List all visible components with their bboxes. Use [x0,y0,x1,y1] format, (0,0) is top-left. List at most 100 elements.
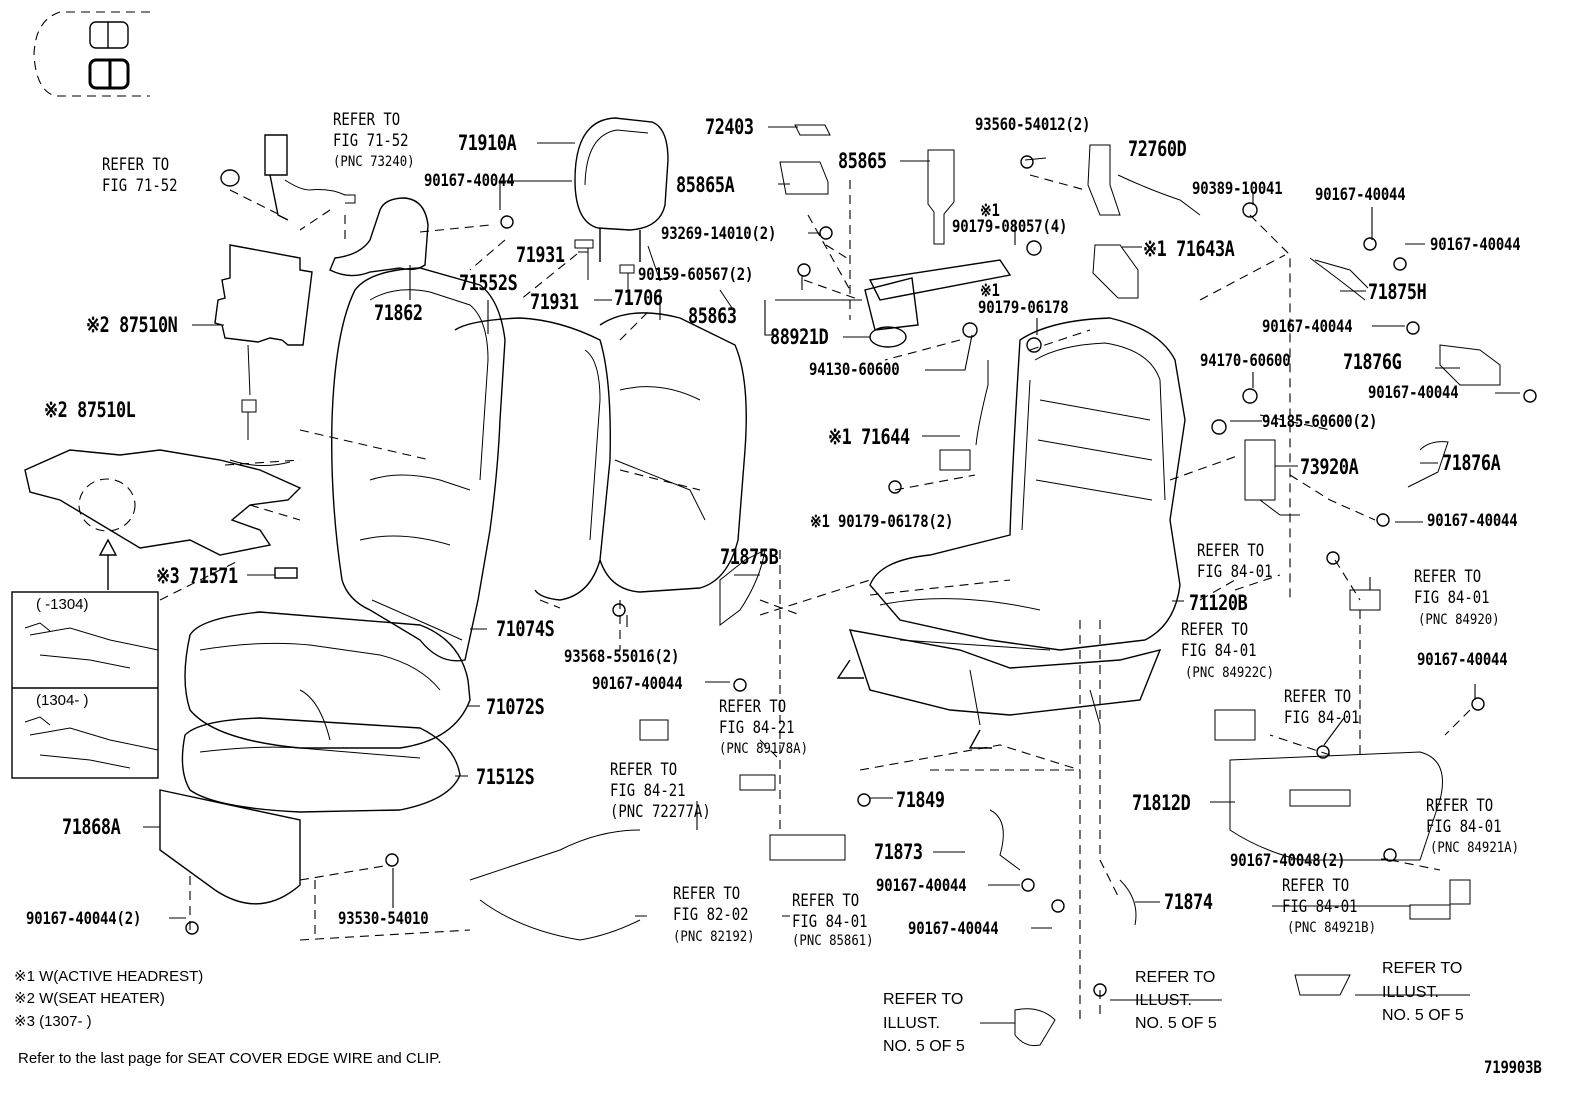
ref-line: REFER TO [1414,567,1482,587]
part-85863: 85863 [688,304,737,328]
part-71706: 71706 [614,286,663,310]
part-90167-40044-c: 90167-40044 [1430,235,1521,255]
ref-line: FIG 71-52 [333,131,409,151]
part-71643A: ※1 71643A [1143,237,1235,261]
note-mark-1-b: ※1 [980,281,1000,301]
ref-line: REFER TO [1181,620,1249,640]
dashed-leaders [159,174,1471,1020]
part-93568-55016: 93568-55016(2) [564,647,680,667]
illust-line: NO. 5 OF 5 [883,1038,965,1055]
ref-pnc: (PNC 84921B) [1287,920,1377,936]
inset-caption-top: ( -1304) [36,596,89,613]
inset-variant-boxes [11,591,159,779]
ref-line: REFER TO [1197,541,1265,561]
part-90167-40044-h: 90167-40044 [876,876,967,896]
part-93269-14010: 93269-14010(2) [661,224,777,244]
part-71072S: 71072S [486,695,545,719]
part-90179-06178: 90179-06178 [978,298,1069,318]
small-hardware [185,124,1537,1046]
part-90167-40044-d: 90167-40044 [1262,317,1353,337]
part-93530-54010: 93530-54010 [338,909,429,929]
ref-line: REFER TO [1282,876,1350,896]
part-85865A: 85865A [676,173,735,197]
illust-line: ILLUST. [883,1015,940,1032]
ref-pnc: (PNC 85861) [792,933,874,949]
seat-heater-cushion [24,449,302,590]
seat-heater-back [214,244,313,346]
footer-note: Refer to the last page for SEAT COVER ED… [18,1050,442,1067]
part-90167-40044-headrest-bolt: 90167-40044 [424,171,515,191]
ref-line: REFER TO [333,110,401,130]
ref-line: REFER TO [102,155,170,175]
illust-line: ILLUST. [1382,984,1439,1001]
ref-line: REFER TO [1426,796,1494,816]
part-94185-60600: 94185-60600(2) [1262,412,1378,432]
ref-pnc: (PNC 84921A) [1430,840,1520,856]
ref-line: REFER TO [1284,687,1352,707]
part-90389-10041: 90389-10041 [1192,179,1283,199]
part-90167-40044-2-shield: 90167-40044(2) [26,909,142,929]
ref-line: FIG 82-02 [673,905,749,925]
illust-line: NO. 5 OF 5 [1135,1015,1217,1032]
part-90167-40044-e: 90167-40044 [1368,383,1459,403]
ref-pnc: (PNC 72277A) [610,802,711,822]
seat-cushion-drawing [159,611,471,905]
part-71644: ※1 71644 [828,425,910,449]
note-mark-1-a: ※1 [980,201,1000,221]
part-71876A: 71876A [1442,451,1501,475]
part-71512S: 71512S [476,765,535,789]
illust-line: REFER TO [1135,969,1216,986]
ref-pnc: (PNC 84922C) [1185,665,1275,681]
ref-line: FIG 84-21 [719,718,795,738]
part-73920A: 73920A [1300,455,1359,479]
diagram-id: 719903B [1484,1058,1542,1078]
part-71571: ※3 71571 [156,564,238,588]
part-71552S: 71552S [459,271,518,295]
ref-line: FIG 84-01 [1284,708,1360,728]
ref-pnc: (PNC 82192) [673,929,755,945]
part-88921D: 88921D [770,325,829,349]
ref-pnc: (PNC 89178A) [719,741,809,757]
ref-line: FIG 84-01 [1426,817,1502,837]
note-date-1307: ※3 (1307- ) [14,1013,92,1030]
ref-line: REFER TO [792,891,860,911]
label-leaders [143,126,1520,1024]
part-90167-40044-i: 90167-40044 [908,919,999,939]
part-72403: 72403 [705,115,754,139]
part-90167-40044-b: 90167-40044 [1315,185,1406,205]
note-active-headrest: ※1 W(ACTIVE HEADREST) [14,968,204,985]
part-90179-06178-2: ※1 90179-06178(2) [810,512,954,532]
seat-back-drawing [331,245,747,662]
ref-line: FIG 71-52 [102,176,178,196]
illust-line: REFER TO [883,991,964,1008]
part-72760D: 72760D [1128,137,1187,161]
part-90167-40044-f: 90167-40044 [1427,511,1518,531]
part-71120B: 71120B [1189,591,1248,615]
ref-line: FIG 84-21 [610,781,686,801]
seat-belt-buckle-drawing [220,134,356,221]
part-71868A: 71868A [62,815,121,839]
illust-line: NO. 5 OF 5 [1382,1007,1464,1024]
part-85865: 85865 [838,149,887,173]
part-94170-60600: 94170-60600 [1200,351,1291,371]
part-71849: 71849 [896,788,945,812]
part-90159-60567: 90159-60567(2) [638,265,754,285]
ref-pnc: (PNC 84920) [1418,612,1500,628]
illust-line: REFER TO [1382,960,1463,977]
part-87510N: ※2 87510N [86,313,178,337]
ref-line: REFER TO [673,884,741,904]
part-71862: 71862 [374,301,423,325]
part-71931-upper: 71931 [516,243,565,267]
ref-line: REFER TO [719,697,787,717]
headrest-drawing [574,117,669,305]
part-71874: 71874 [1164,890,1213,914]
part-71931-lower: 71931 [530,290,579,314]
part-87510L: ※2 87510L [44,398,136,422]
part-71910A: 71910A [458,131,517,155]
ref-pnc: (PNC 73240) [333,154,415,170]
seat-frame-drawing [836,317,1186,749]
part-71875H: 71875H [1368,280,1427,304]
part-90167-40048: 90167-40048(2) [1230,851,1346,871]
part-71875B: 71875B [720,545,779,569]
ref-line: FIG 84-01 [1282,897,1358,917]
